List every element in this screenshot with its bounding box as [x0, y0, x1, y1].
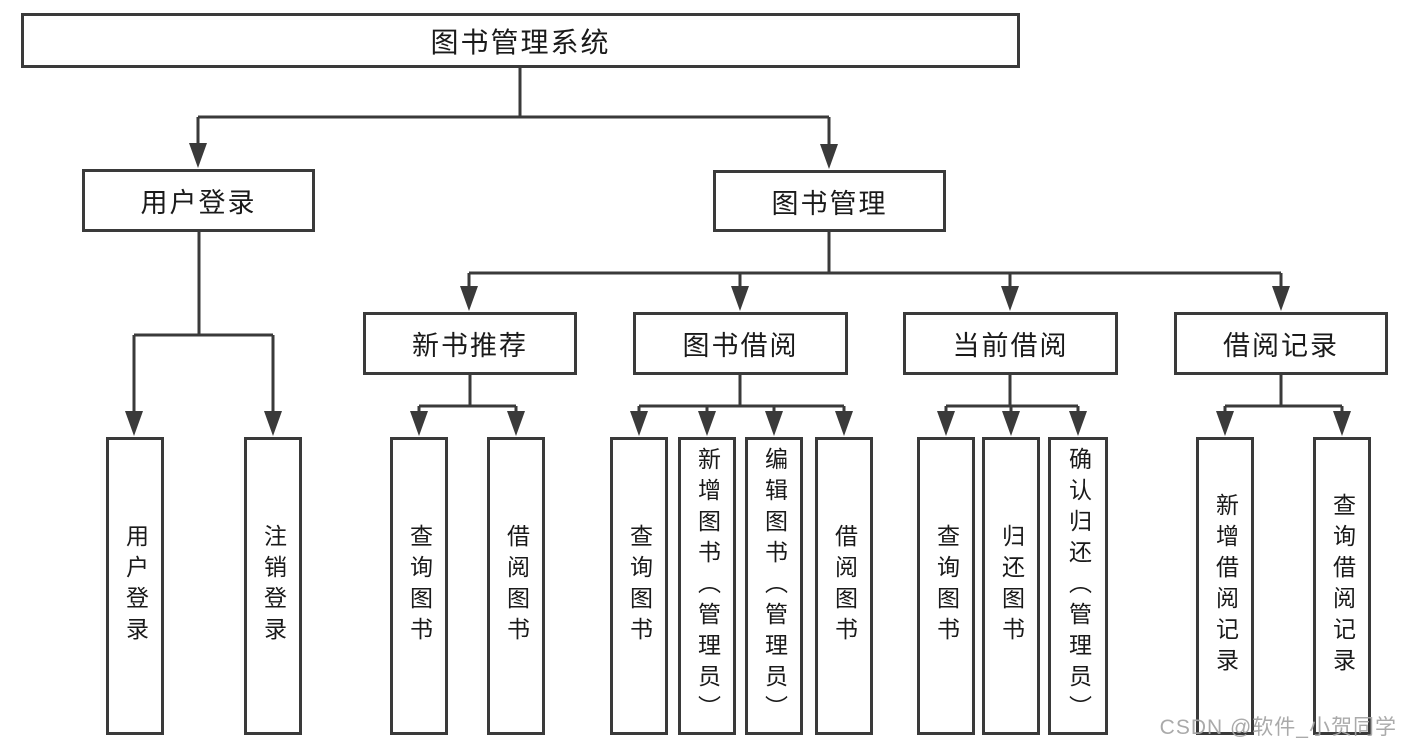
node-label: 图书借阅: [682, 331, 799, 361]
arrowhead-leaf-user-login: [125, 411, 143, 436]
leaf-label: 归还图书: [998, 524, 1025, 648]
leaf-return-book: 归还图书: [982, 437, 1040, 735]
arrowhead-leaf-borrow-books-b: [835, 411, 853, 436]
arrowhead-user-login: [189, 143, 207, 168]
node-borrow-records: 借阅记录: [1174, 312, 1388, 375]
node-label: 图书管理: [771, 188, 888, 219]
leaf-query-books-current: 查询图书: [917, 437, 975, 735]
leaf-edit-book-admin: 编辑图书（管理员）: [745, 437, 803, 735]
arrowhead-leaf-borrow-books-a: [507, 411, 525, 436]
node-root-system: 图书管理系统: [21, 13, 1020, 68]
leaf-query-borrow-record: 查询借阅记录: [1313, 437, 1371, 735]
arrowhead-leaf-query-books-c: [937, 411, 955, 436]
leaf-label: 查询借阅记录: [1329, 493, 1356, 679]
node-current-borrow: 当前借阅: [903, 312, 1118, 375]
arrowhead-new-book-recommend: [460, 286, 478, 311]
node-label: 新书推荐: [412, 331, 528, 361]
leaf-query-books-recommend: 查询图书: [390, 437, 448, 735]
arrowhead-book-borrow: [731, 286, 749, 311]
leaf-borrow-books-recommend: 借阅图书: [487, 437, 545, 735]
arrowhead-book-management: [820, 144, 838, 169]
node-user-login-branch: 用户登录: [82, 169, 315, 232]
leaf-user-login: 用户登录: [106, 437, 164, 735]
arrowhead-current-borrow: [1001, 286, 1019, 311]
arrowhead-leaf-return-book: [1002, 411, 1020, 436]
leaf-add-book-admin: 新增图书（管理员）: [678, 437, 736, 735]
node-root-label: 图书管理系统: [430, 26, 611, 58]
arrowhead-leaf-edit-book: [765, 411, 783, 436]
arrowhead-leaf-add-book: [698, 411, 716, 436]
leaf-label: 查询图书: [933, 524, 960, 648]
connector-book-management-branch: [467, 232, 1283, 293]
csdn-watermark: CSDN @软件_小贺同学: [1159, 716, 1397, 739]
leaf-label: 确认归还（管理员）: [1065, 446, 1092, 726]
leaf-label: 新增借阅记录: [1212, 493, 1239, 679]
leaf-label: 新增图书（管理员）: [694, 446, 721, 726]
connector-root-to-level2: [196, 68, 831, 150]
arrowhead-leaf-query-record: [1333, 411, 1351, 436]
node-label: 当前借阅: [952, 331, 1069, 361]
leaf-label: 查询图书: [406, 524, 433, 648]
leaf-borrow-books-borrow: 借阅图书: [815, 437, 873, 735]
arrowhead-borrow-records: [1272, 286, 1290, 311]
node-book-management-branch: 图书管理: [713, 170, 946, 232]
node-label: 用户登录: [140, 188, 257, 218]
connector-new-book-recommend-branch: [417, 375, 518, 418]
leaf-logout: 注销登录: [244, 437, 302, 735]
leaf-label: 查询图书: [626, 524, 653, 648]
arrowhead-leaf-query-books-a: [410, 411, 428, 436]
arrowhead-leaf-logout: [264, 411, 282, 436]
leaf-query-books-borrow: 查询图书: [610, 437, 668, 735]
leaf-add-borrow-record: 新增借阅记录: [1196, 437, 1254, 735]
connector-borrow-records-branch: [1223, 375, 1344, 418]
leaf-confirm-return-admin: 确认归还（管理员）: [1048, 437, 1108, 735]
leaf-label: 注销登录: [260, 524, 287, 648]
node-new-book-recommend: 新书推荐: [363, 312, 577, 375]
node-book-borrow: 图书借阅: [633, 312, 848, 375]
leaf-label: 借阅图书: [831, 524, 858, 648]
arrowhead-leaf-add-record: [1216, 411, 1234, 436]
leaf-label: 编辑图书（管理员）: [761, 446, 788, 726]
arrowhead-leaf-query-books-b: [630, 411, 648, 436]
node-label: 借阅记录: [1223, 331, 1339, 361]
arrowhead-leaf-confirm-return: [1069, 411, 1087, 436]
leaf-label: 借阅图书: [503, 524, 530, 648]
connector-user-login-branch: [132, 232, 275, 418]
leaf-label: 用户登录: [122, 524, 149, 648]
connector-book-borrow-branch: [637, 375, 846, 418]
